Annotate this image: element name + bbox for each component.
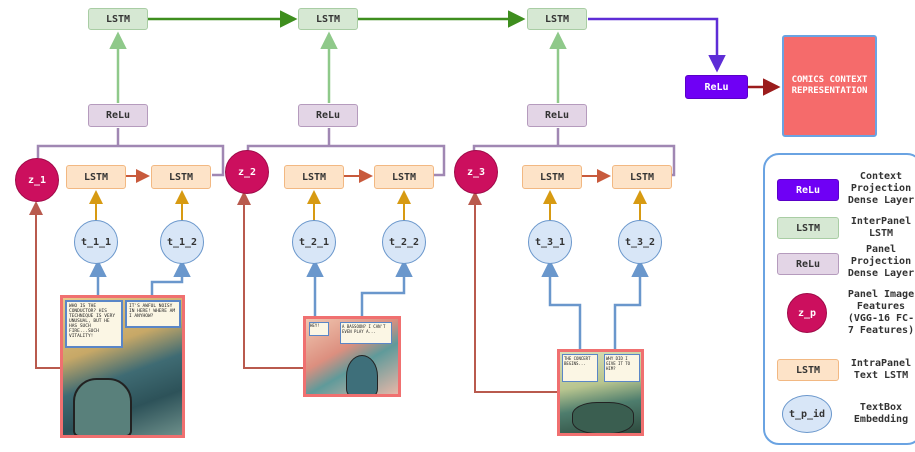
legend-relu-panel-text: Panel Projection Dense Layer: [847, 244, 915, 279]
tb32-arrow: [613, 259, 649, 352]
panel3-balloon-1: THE CONCERT BEGINS...: [562, 354, 598, 382]
z3-node: z_3: [454, 150, 498, 194]
intra-lstm-2-2: LSTM: [374, 165, 434, 189]
legend-z-text: Panel Image Features (VGG-16 FC-7 Featur…: [847, 289, 915, 336]
context-relu: ReLu: [685, 75, 748, 99]
legend-t-symbol: t_p_id: [782, 395, 832, 433]
tb12-arrow: [150, 259, 191, 300]
legend-lstm-inter-text: InterPanel LSTM: [850, 216, 912, 239]
panel1-balloon-1: WHO IS THE CONDUCTOR? HIS TECHNIQUE IS V…: [65, 300, 123, 348]
panel2-balloon-2: A BASSOON? I CAN'T EVEN PLAY A...: [340, 322, 392, 344]
t11-node: t_1_1: [74, 220, 118, 264]
intra-lstm-3-1: LSTM: [522, 165, 582, 189]
panel1-balloon-2: IT'S AWFUL NOISY IN HERE! WHERE AM I ANY…: [125, 300, 181, 328]
legend: ReLu Context Projection Dense Layer LSTM…: [763, 153, 915, 445]
comic-panel-3: THE CONCERT BEGINS... WHY DID I GIVE IT …: [557, 349, 644, 436]
comic-panel-1: WHO IS THE CONDUCTOR? HIS TECHNIQUE IS V…: [60, 295, 185, 438]
panel1-to-z1: [29, 201, 62, 369]
panel3-balloon-2: WHY DID I GIVE IT TO HIM?: [604, 354, 640, 382]
t32-node: t_3_2: [618, 220, 662, 264]
tb22-arrow: [360, 259, 413, 320]
panel1-figure: [73, 378, 132, 435]
context-representation: COMICS CONTEXT REPRESENTATION: [782, 35, 877, 137]
legend-lstm-inter-symbol: LSTM: [777, 217, 839, 239]
tb31-arrow: [541, 259, 582, 352]
legend-t-text: TextBox Embedding: [853, 402, 909, 425]
legend-relu-ctx-text: Context Projection Dense Layer: [847, 171, 915, 206]
intra-lstm-1-1: LSTM: [66, 165, 126, 189]
legend-lstm-intra-text: IntraPanel Text LSTM: [850, 358, 912, 381]
panel2-balloon-1: HEY!: [309, 322, 329, 336]
intra-lstm-1-2: LSTM: [151, 165, 211, 189]
t22-node: t_2_2: [382, 220, 426, 264]
panel3-to-z3: [468, 191, 557, 393]
panel-bracket-1: [36, 144, 225, 177]
t31-node: t_3_1: [528, 220, 572, 264]
panel-relu-1: ReLu: [88, 104, 148, 127]
inter-lstm-3: LSTM: [527, 8, 587, 30]
legend-z-symbol: z_p: [787, 293, 827, 333]
comic-panel-2: HEY! A BASSOON? I CAN'T EVEN PLAY A...: [303, 316, 401, 397]
intra-lstm-2-1: LSTM: [284, 165, 344, 189]
legend-relu-ctx-symbol: ReLu: [777, 179, 839, 201]
legend-relu-panel-symbol: ReLu: [777, 253, 839, 275]
t21-node: t_2_1: [292, 220, 336, 264]
z2-node: z_2: [225, 150, 269, 194]
z1-node: z_1: [15, 158, 59, 202]
t12-node: t_1_2: [160, 220, 204, 264]
panel-relu-2: ReLu: [298, 104, 358, 127]
inter-to-ctx-relu-arrow: [588, 17, 726, 73]
intra-lstm-3-2: LSTM: [612, 165, 672, 189]
panel2-to-z2: [237, 191, 303, 369]
legend-lstm-intra-symbol: LSTM: [777, 359, 839, 381]
inter-lstm-1: LSTM: [88, 8, 148, 30]
panel3-figure: [572, 402, 634, 433]
panel2-figure: [346, 355, 378, 394]
inter-lstm-2: LSTM: [298, 8, 358, 30]
panel-relu-3: ReLu: [527, 104, 587, 127]
